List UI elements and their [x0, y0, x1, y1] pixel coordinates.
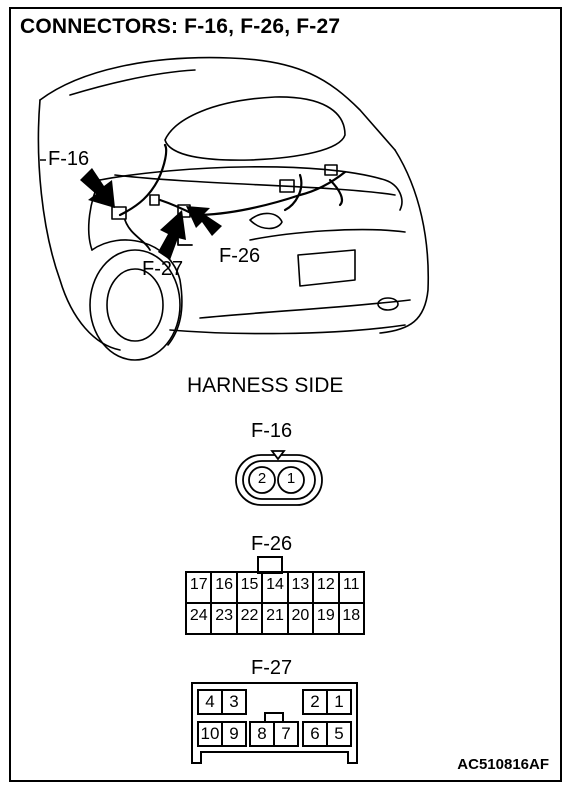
f26-pin: 19	[316, 607, 335, 624]
figure-code: AC510816AF	[457, 756, 549, 773]
f26-row1: 17 16 15 14 13 12 11	[186, 576, 364, 594]
f26-pin: 24	[189, 607, 208, 624]
page-title: CONNECTORS: F-16, F-26, F-27	[20, 15, 341, 38]
f27-label: F-27	[251, 657, 293, 679]
diagram-frame	[9, 7, 562, 782]
f27-pin: 1	[334, 692, 344, 711]
f26-label: F-26	[251, 533, 293, 555]
f27-pin: 10	[200, 724, 220, 743]
callout-f26: F-26	[219, 245, 261, 267]
f16-pin-2: 2	[257, 470, 267, 487]
f27-pin: 4	[205, 692, 215, 711]
f27-pin: 6	[310, 724, 320, 743]
f26-pin: 22	[240, 607, 259, 624]
f26-row2: 24 23 22 21 20 19 18	[186, 607, 364, 625]
f27-pin: 2	[310, 692, 320, 711]
f26-pin: 18	[342, 607, 361, 624]
f26-pin: 11	[342, 576, 360, 593]
f26-pin: 21	[266, 607, 284, 624]
callout-f16: F-16	[48, 148, 90, 170]
callout-f27: F-27	[142, 258, 184, 280]
f26-pin: 15	[240, 576, 259, 593]
f26-pin: 23	[215, 607, 234, 624]
f16-pin-1: 1	[286, 470, 296, 487]
f26-pin: 14	[266, 576, 284, 593]
f27-pin: 3	[229, 692, 239, 711]
f27-pin: 7	[281, 724, 291, 743]
f26-pin: 20	[291, 607, 310, 624]
f27-pin: 9	[229, 724, 239, 743]
f26-pin: 12	[316, 576, 335, 593]
f26-pin: 17	[189, 576, 208, 593]
f27-pin: 5	[334, 724, 344, 743]
f16-label: F-16	[251, 420, 293, 442]
f27-pin: 8	[257, 724, 267, 743]
f26-pin: 13	[291, 576, 310, 593]
harness-side-heading: HARNESS SIDE	[187, 374, 344, 397]
f26-pin: 16	[215, 576, 234, 593]
